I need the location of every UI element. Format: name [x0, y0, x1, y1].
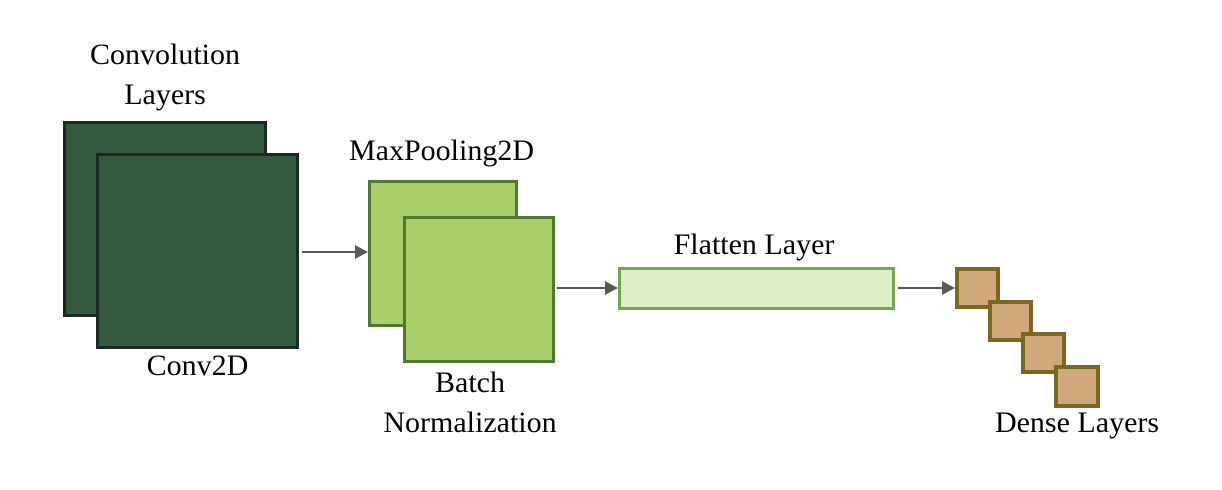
arrow-conv-to-pool	[302, 245, 368, 259]
convolution-layers-label-line1: Convolution	[89, 38, 240, 71]
convolution-layers-label-line2: Layers	[124, 78, 206, 111]
batch-normalization-label-line1: Batch	[435, 366, 505, 399]
batch-normalization-label-line2: Normalization	[383, 406, 557, 439]
maxpooling2d-label: MaxPooling2D	[348, 134, 534, 167]
conv2d-front-square	[96, 153, 299, 349]
dense-layer-square-2	[988, 300, 1033, 342]
maxpooling-front-square	[403, 216, 555, 363]
dense-layers-label: Dense Layers	[994, 406, 1160, 439]
conv2d-label: Conv2D	[146, 349, 249, 382]
dense-layer-square-4	[1054, 365, 1100, 408]
convolution-layers-label: Convolution Layers	[60, 35, 270, 115]
flatten-layer-label: Flatten Layer	[673, 228, 835, 261]
batch-normalization-label: Batch Normalization	[345, 363, 595, 443]
flatten-layer-rect	[618, 267, 895, 310]
arrow-flatten-to-dense	[898, 281, 955, 295]
arrow-pool-to-flatten	[557, 281, 618, 295]
